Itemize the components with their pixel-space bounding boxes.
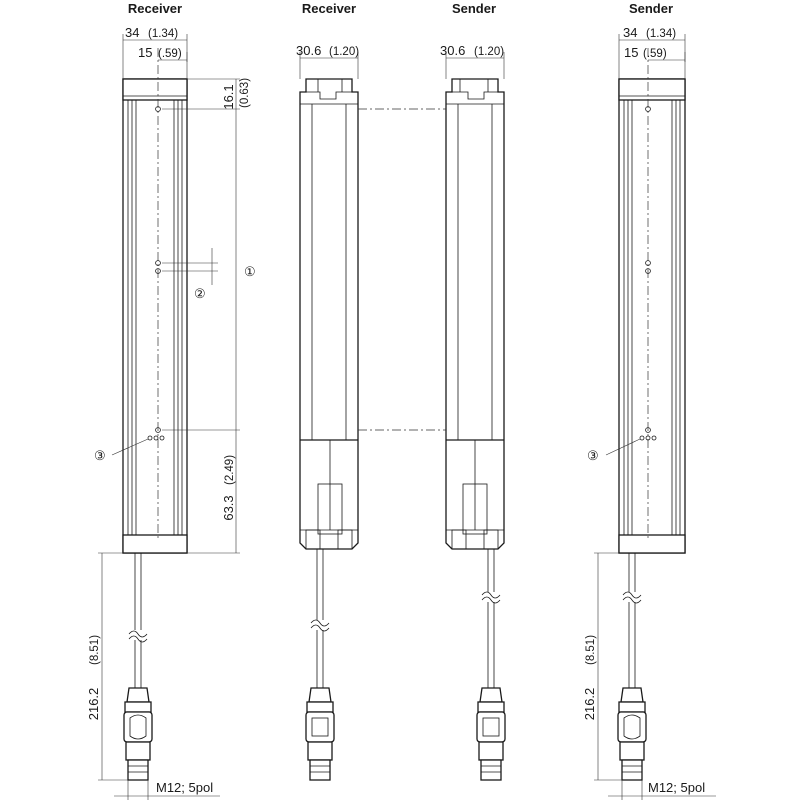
dim-outer-width: 34	[125, 25, 139, 40]
receiver-side-view: 30.6 (1.20)	[296, 43, 359, 781]
callout-3-right: ③	[587, 448, 599, 463]
dim-cable-length-sender: 216.2	[582, 688, 597, 721]
sender-front-view: 34 (1.34) 15 (.59) ③ 216.2 (8.51)	[582, 25, 716, 800]
dim-inner-width-in: (.59)	[158, 48, 182, 60]
dim-outer-width-in: (1.34)	[148, 28, 178, 40]
connector-label-right: M12; 5pol	[648, 780, 705, 795]
dim-outer-width-sender-in: (1.34)	[646, 28, 676, 40]
dim-side-width-receiver-in: (1.20)	[329, 46, 359, 58]
dim-inner-width-sender-in: (.59)	[643, 48, 667, 60]
dim-bottom-offset-in: (2.49)	[224, 455, 236, 485]
callout-1: ①	[244, 264, 256, 279]
dim-inner-width: 15	[138, 45, 152, 60]
callout-2: ②	[194, 286, 206, 301]
dim-bottom-offset: 63.3	[221, 495, 236, 520]
dim-top-offset-in: (0.63)	[239, 78, 251, 108]
view-title-receiver-front: Receiver	[128, 1, 182, 16]
view-title-sender-side: Sender	[452, 1, 496, 16]
callout-3-left: ③	[94, 448, 106, 463]
dim-side-width-sender-in: (1.20)	[474, 46, 504, 58]
dim-cable-length-sender-in: (8.51)	[585, 635, 597, 665]
connector-label-left: M12; 5pol	[156, 780, 213, 795]
dim-top-offset: 16.1	[221, 84, 236, 109]
view-title-sender-front: Sender	[629, 1, 673, 16]
view-title-receiver-side: Receiver	[302, 1, 356, 16]
dim-side-width-receiver: 30.6	[296, 43, 321, 58]
dim-side-width-sender: 30.6	[440, 43, 465, 58]
dim-outer-width-sender: 34	[623, 25, 637, 40]
sender-side-view: 30.6 (1.20)	[440, 43, 506, 781]
dim-cable-length-in: (8.51)	[89, 635, 101, 665]
receiver-front-view: 34 (1.34) 15 (.59) 16.1 (0.63) ① 63.3 (2…	[86, 25, 256, 800]
dim-inner-width-sender: 15	[624, 45, 638, 60]
dim-cable-length: 216.2	[86, 688, 101, 721]
